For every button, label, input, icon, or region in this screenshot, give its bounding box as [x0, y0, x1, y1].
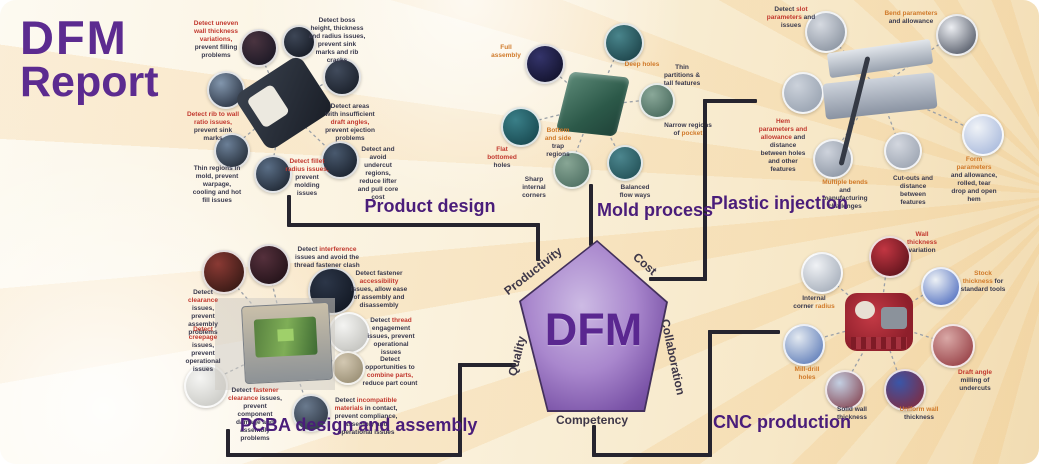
satellite-image — [884, 369, 926, 411]
annotation-text: Balanced flow ways — [619, 184, 651, 199]
cnc-part-image — [845, 293, 913, 351]
connector-line — [536, 223, 540, 261]
annotation-text: Hem parameters and allowance and distanc… — [758, 118, 808, 173]
satellite-image — [254, 155, 292, 193]
satellite-image — [292, 394, 330, 432]
annotation-text: Detect areas with insufficient draft ang… — [325, 103, 375, 142]
annotation-text: Stock thickness for standard tools — [960, 270, 1006, 293]
pcb-chip-image — [277, 328, 294, 342]
annotation-text: Detect uneven wall thickness variations,… — [193, 20, 239, 59]
satellite-image — [825, 370, 865, 410]
annotation-text: Wall thickness variation — [907, 231, 937, 254]
bore-hole — [855, 301, 875, 319]
satellite-image — [884, 132, 922, 170]
satellite-image — [639, 83, 675, 119]
annotation-text: Detect fastener accessibility issues, al… — [350, 270, 408, 309]
connector-line — [592, 425, 596, 457]
satellite-image — [323, 58, 361, 96]
satellite-image — [783, 324, 825, 366]
edge-label-competency: Competency — [555, 413, 629, 427]
connector-line — [708, 330, 780, 334]
annotation-text: Detect opportunities to combine parts, r… — [362, 356, 418, 387]
satellite-image — [321, 141, 359, 179]
satellite-image — [202, 250, 246, 294]
annotation-text: Detect slot parameters and issues — [766, 6, 816, 29]
satellite-image — [501, 107, 541, 147]
annotation-text: Multiple bends and manufacturing challen… — [822, 179, 868, 210]
annotation-text: Detect creepage issues, prevent operatio… — [185, 326, 221, 373]
pentagon-dfm-label: DFM — [544, 304, 643, 355]
annotation-text: Flat bottomed holes — [487, 146, 517, 169]
connector-line — [592, 453, 712, 457]
annotation-text: Narrow regions of pocket — [664, 122, 712, 137]
title-line-dfm: DFM — [20, 11, 128, 64]
connector-line — [287, 195, 291, 226]
machined-ribs — [851, 337, 907, 349]
annotation-text: Thin regions in mold, prevent warpage, c… — [192, 165, 242, 204]
connector-line — [287, 223, 540, 227]
annotation-text: Detect clearance issues, prevent assembl… — [188, 289, 218, 336]
annotation-text: Detect interference issues and avoid the… — [294, 246, 360, 269]
annotation-text: Draft angle milling of undercuts — [958, 369, 992, 392]
part-cutout — [246, 83, 290, 129]
connector-line — [703, 99, 707, 281]
section-label-product-design: Product design — [364, 196, 496, 216]
satellite-image — [782, 72, 824, 114]
connector-line — [226, 429, 230, 457]
satellite-image — [801, 252, 843, 294]
satellite-image — [869, 236, 911, 278]
satellite-image — [553, 151, 591, 189]
satellite-image — [240, 29, 278, 67]
connector-line — [226, 453, 462, 457]
satellite-image — [921, 267, 961, 307]
satellite-image — [936, 14, 978, 56]
annotation-text: Detect fillet radius issues, prevent mol… — [285, 158, 329, 197]
pcba-assembly-image — [241, 301, 333, 385]
machined-face — [881, 307, 907, 329]
title-line-report: Report — [20, 58, 159, 106]
annotation-text: Detect boss height, thickness and radius… — [308, 17, 366, 64]
satellite-image — [931, 324, 975, 368]
annotation-text: Sharp internal corners — [522, 176, 546, 199]
annotation-text: Detect fastener clearance issues, preven… — [228, 387, 282, 442]
section-label-cnc-production: CNC production — [713, 412, 851, 432]
connector-line — [703, 99, 757, 103]
connector-line — [708, 330, 712, 457]
page-title: DFM Report — [20, 14, 159, 104]
annotation-text: Deep holes — [624, 61, 660, 68]
annotation-text: Solid wall thickness — [837, 406, 867, 421]
annotation-text: Internal corner radius — [793, 295, 835, 310]
section-label-mold-process: Mold process — [597, 200, 714, 220]
satellite-image — [607, 145, 643, 181]
satellite-image — [214, 133, 250, 169]
annotation-text: Cut-outs and distance between features — [892, 175, 934, 206]
annotation-text: Detect thread engagement issues, prevent… — [367, 317, 415, 356]
annotation-text: Detect incompatible materials in contact… — [334, 397, 398, 436]
connector-line — [458, 363, 462, 457]
satellite-image — [962, 114, 1004, 156]
satellite-image — [331, 351, 365, 385]
connector-line — [458, 363, 516, 367]
spoke-line — [593, 98, 656, 107]
section-label-plastic-injection: Plastic injection — [711, 193, 849, 213]
satellite-image — [525, 44, 565, 84]
annotation-text: Full assembly — [491, 44, 521, 59]
satellite-image — [604, 23, 644, 63]
annotation-text: Uniform wall thickness — [899, 406, 939, 421]
satellite-image — [805, 11, 847, 53]
annotation-text: Thin partitions & tall features — [663, 64, 701, 87]
annotation-text: Form parameters and allowance, rolled, t… — [950, 156, 998, 203]
annotation-text: Bottom and side trap regions — [544, 127, 572, 158]
connector-line — [589, 184, 593, 246]
connector-line — [649, 277, 707, 281]
annotation-text: Detect rib to wall ratio issues, prevent… — [186, 111, 239, 142]
annotation-text: Detect and avoid undercut regions, reduc… — [357, 146, 399, 201]
annotation-text: Bend parameters and allowance — [884, 10, 938, 25]
annotation-text: Mill-drill holes — [794, 366, 820, 381]
section-label-pcba: PCBA design and assembly — [240, 415, 478, 435]
satellite-image — [248, 244, 290, 286]
